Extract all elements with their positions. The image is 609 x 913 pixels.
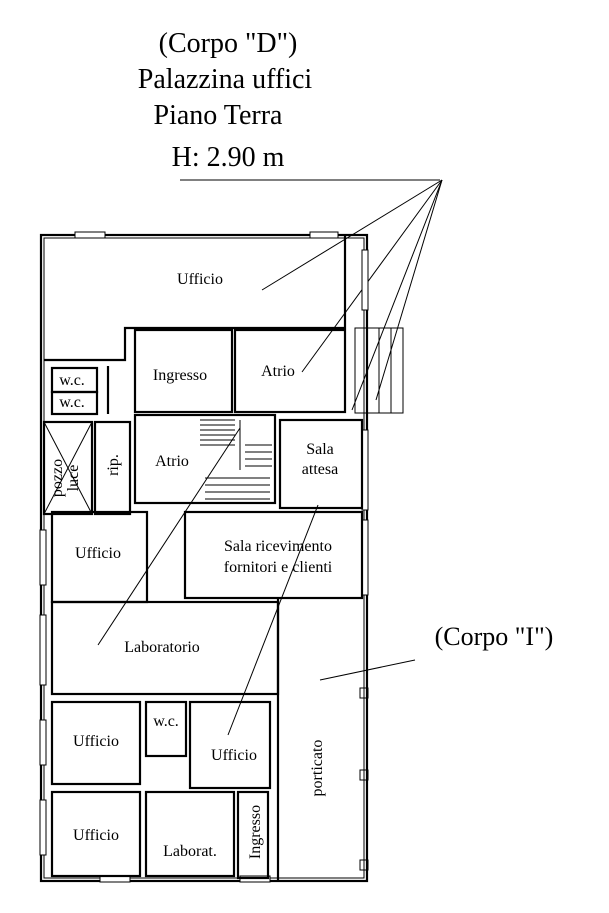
label-ufficio-low-center: Ufficio [211,747,257,764]
label-ingresso-bottom: Ingresso [247,805,264,859]
plan-leaders [97,427,416,736]
label-porticato: porticato [309,740,326,797]
label-wc-2: w.c. [59,394,85,411]
external-steps [354,327,404,414]
label-rip: rip. [105,454,122,476]
title-piano: Piano Terra [154,100,283,131]
label-atrio-right: Atrio [261,363,295,380]
label-atrio-center: Atrio [155,453,189,470]
label-sala-ricevimento-1: Sala ricevimento [224,538,332,555]
interior-walls [42,236,369,881]
room-labels: Ufficio Ingresso Atrio w.c. w.c. pozzo l… [49,271,338,860]
stairs [200,419,272,500]
label-sala-attesa-2: attesa [302,461,338,478]
label-wc-low: w.c. [153,713,179,730]
label-ingresso-main: Ingresso [153,367,207,384]
label-sala-attesa-1: Sala [306,441,334,458]
title-corpo-d: (Corpo "D") [159,28,298,59]
label-wc-1: w.c. [59,372,85,389]
label-laboratorio: Laboratorio [124,639,200,656]
label-luce: luce [65,465,82,492]
label-sala-ricevimento-2: fornitori e clienti [224,559,333,576]
title-height: H: 2.90 m [172,142,285,173]
title-palazzina: Palazzina uffici [138,64,313,95]
label-ufficio-low-left: Ufficio [73,733,119,750]
label-ufficio-bottom-left: Ufficio [73,827,119,844]
label-corpo-i: (Corpo "I") [435,622,554,651]
label-laborat: Laborat. [163,843,217,860]
title-block: (Corpo "D") Palazzina uffici Piano Terra… [138,28,440,181]
label-ufficio-mid: Ufficio [75,545,121,562]
label-ufficio-top: Ufficio [177,271,223,288]
label-pozzo: pozzo [49,459,66,497]
corpo-i-block: (Corpo "I") [435,622,554,651]
